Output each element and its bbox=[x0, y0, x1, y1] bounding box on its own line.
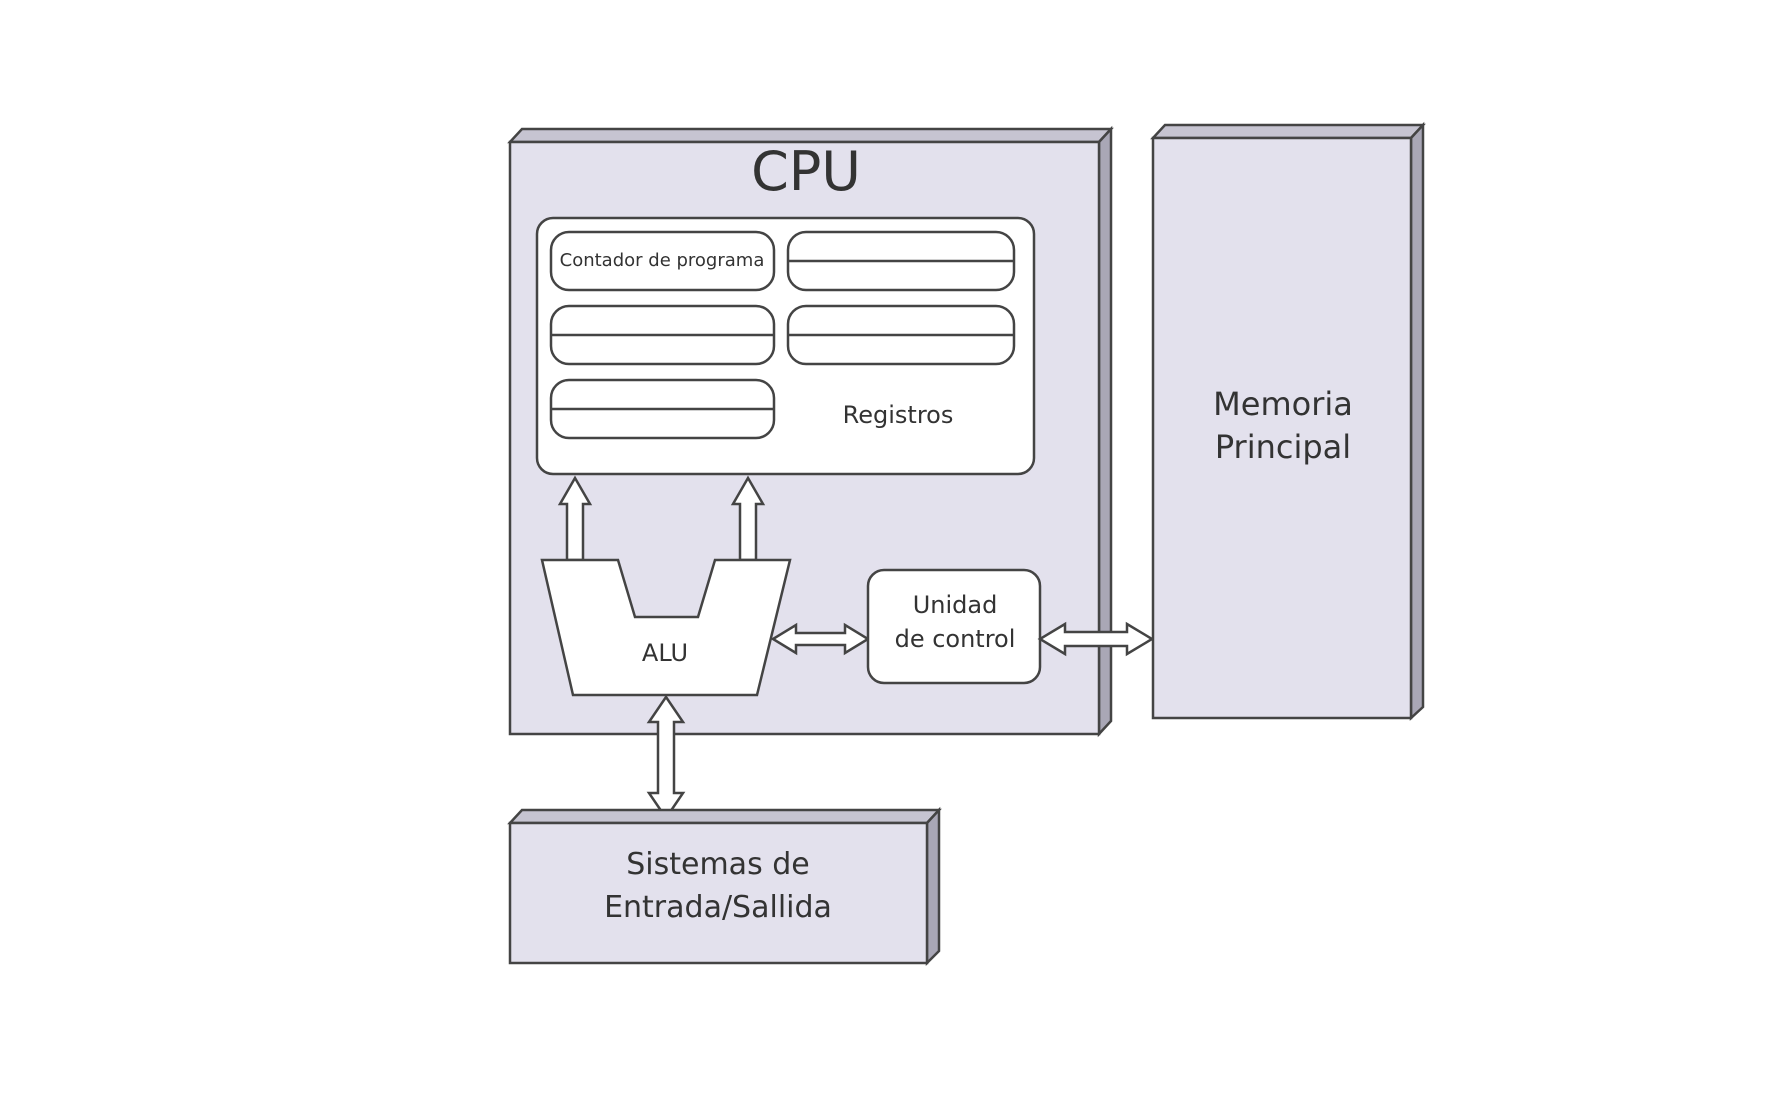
register-slot bbox=[549, 304, 776, 366]
control-unit-label-line1: Unidad bbox=[913, 591, 998, 619]
io-label-line1: Sistemas de bbox=[626, 847, 810, 882]
alu-shape bbox=[540, 558, 792, 697]
control-unit-label-line2: de control bbox=[895, 625, 1016, 653]
register-slot bbox=[786, 230, 1016, 292]
memory-block-side-face bbox=[1409, 121, 1425, 721]
registers-label: Registros bbox=[843, 401, 954, 429]
io-block-front-face bbox=[508, 821, 929, 965]
alu: ALU bbox=[540, 558, 792, 697]
alu-label: ALU bbox=[642, 639, 688, 667]
register-program-counter: Contador de programa bbox=[549, 230, 776, 292]
program-counter-label: Contador de programa bbox=[560, 250, 765, 271]
memory-block-front-face bbox=[1151, 136, 1413, 720]
alu-io-bidirectional-arrow bbox=[646, 694, 686, 821]
control-unit: Unidad de control bbox=[866, 568, 1042, 685]
register-slot bbox=[786, 304, 1016, 366]
main-memory-block: Memoria Principal bbox=[1150, 121, 1426, 721]
register-slot bbox=[549, 378, 776, 440]
cpu-title: CPU bbox=[751, 140, 861, 203]
control-unit-frame bbox=[866, 568, 1042, 685]
memory-label-line1: Memoria bbox=[1213, 385, 1353, 423]
memory-block-top-face bbox=[1150, 123, 1426, 140]
registers-panel: Contador de programa Registros bbox=[535, 216, 1036, 476]
io-block-side-face bbox=[925, 806, 941, 967]
io-block-top-face bbox=[507, 808, 942, 825]
memory-label-line2: Principal bbox=[1215, 428, 1351, 466]
io-label-line2: Entrada/Sallida bbox=[604, 890, 832, 925]
io-systems-block: Sistemas de Entrada/Sallida bbox=[507, 806, 942, 967]
